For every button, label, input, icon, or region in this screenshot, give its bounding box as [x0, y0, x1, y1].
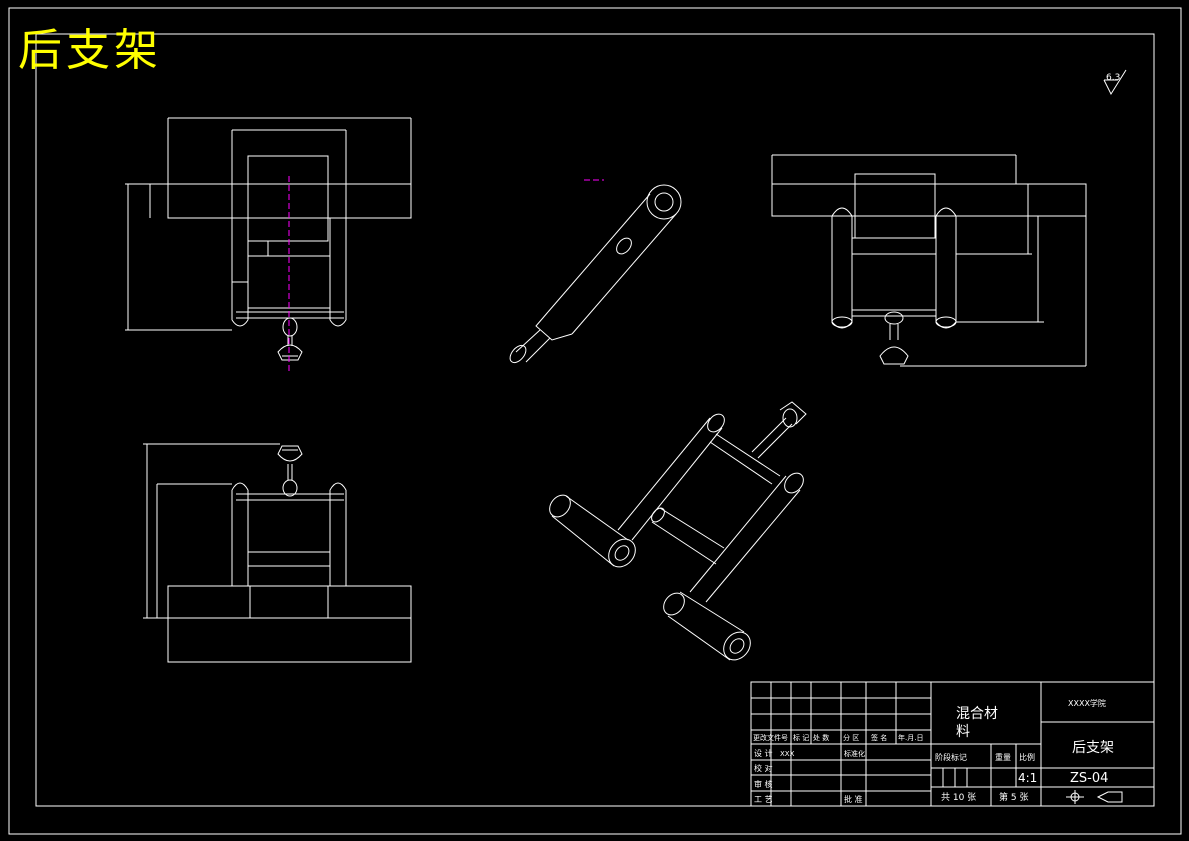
part-name: 后支架	[1072, 740, 1114, 756]
row-label-check: 校 对	[754, 763, 773, 773]
row-label-process: 工 艺	[754, 795, 773, 804]
rev-header-0: 更改文件号	[753, 733, 788, 742]
iso-assembly-view	[549, 401, 807, 661]
title-block-grid	[750, 681, 1155, 807]
stage-header-2: 比例	[1019, 752, 1035, 762]
inner-border	[35, 33, 1155, 807]
row-label-design: 设 计	[754, 748, 773, 758]
school-name: XXXX学院	[1068, 698, 1106, 708]
sheet-number: 第 5 张	[999, 791, 1028, 803]
sheet-title: 后支架	[18, 25, 162, 76]
designer-name: XXX	[780, 750, 795, 758]
rev-header-5: 年.月.日	[898, 733, 923, 742]
rev-header-2: 处 数	[813, 733, 829, 742]
front-view	[125, 117, 412, 361]
row-approve: 批 准	[844, 794, 863, 804]
scale-value: 4:1	[1018, 771, 1037, 785]
projection-symbol	[1066, 790, 1123, 804]
material-line1: 混合材	[956, 706, 998, 722]
row-std: 标准化	[844, 749, 865, 758]
iso-arm-view	[509, 184, 682, 364]
stage-header-0: 阶段标记	[935, 752, 967, 762]
total-sheets: 共 10 张	[941, 792, 976, 803]
top-view	[143, 443, 412, 663]
stage-header-1: 重量	[995, 752, 1011, 762]
drawing-number: ZS-04	[1070, 771, 1108, 786]
outer-border	[8, 7, 1182, 835]
rev-header-3: 分 区	[843, 733, 859, 742]
row-label-review: 审 核	[754, 779, 773, 789]
rev-header-4: 签 名	[871, 733, 887, 742]
roughness-symbol	[1103, 69, 1127, 96]
side-view	[771, 154, 1087, 367]
rev-header-1: 标 记	[793, 733, 809, 742]
roughness-value: 6.3	[1106, 73, 1120, 83]
material-line2: 料	[956, 724, 970, 740]
